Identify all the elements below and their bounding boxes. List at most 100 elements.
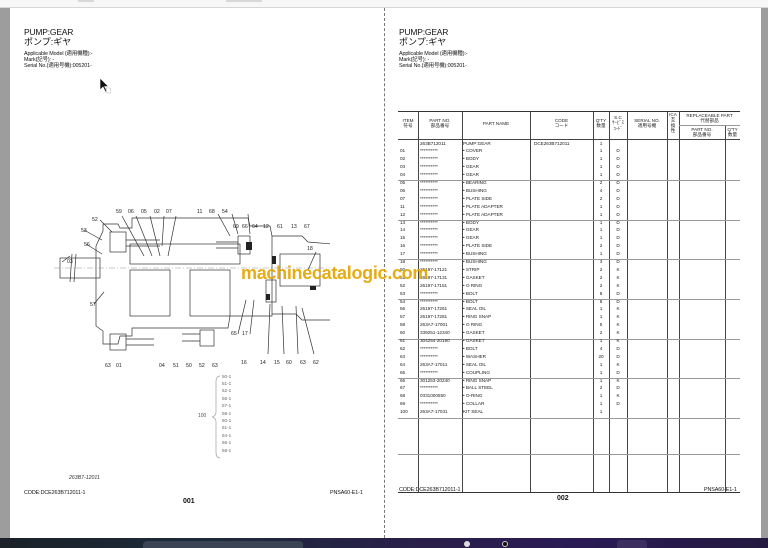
applicable-model: Applicable Model (適用機種):- <box>399 51 468 57</box>
cell-qty: 3 <box>599 259 603 264</box>
cell-name: • PLATE ADAPTER <box>463 211 503 217</box>
callout-05: 05 <box>141 209 147 215</box>
cell-item: 69 <box>400 401 406 407</box>
cell-item: 12 <box>400 211 406 217</box>
cell-part-no: ********** <box>420 251 438 257</box>
cell-name: • WASHER <box>463 353 486 359</box>
cell-name: • GASKET <box>463 274 485 280</box>
kit-item: 64-1 <box>222 433 232 438</box>
callout-13: 13 <box>291 224 297 230</box>
cell-qty: 1 <box>599 219 603 225</box>
callout-15: 15 <box>274 360 280 366</box>
page-title-en: PUMP:GEAR <box>24 27 74 37</box>
cell-qty: 1 <box>599 227 603 233</box>
kit-item: 50-1 <box>222 374 232 379</box>
cell-part-no: ********** <box>420 345 438 351</box>
callout-65: 65 <box>231 331 237 337</box>
cell-item: 02 <box>400 156 406 162</box>
toolbar-tab-indicator[interactable] <box>78 0 94 2</box>
taskbar-search[interactable] <box>143 541 303 548</box>
cell-sc: D <box>616 227 620 233</box>
callout-01: 01 <box>116 363 122 369</box>
cell-name: • PLATE SIDE <box>463 243 493 249</box>
taskbar-app-icon[interactable] <box>502 541 508 547</box>
mark: Mark(記号): - <box>24 57 55 63</box>
header-repl-part-no: PART NO.部品番号 <box>691 127 713 138</box>
cell-item: 04 <box>400 172 406 178</box>
cell-part-no: ********** <box>420 211 438 217</box>
cell-sc: D <box>616 251 620 257</box>
cell-part-no: 26197-17121 <box>420 266 448 272</box>
cell-qty: 1 <box>599 401 603 407</box>
cell-qty: 1 <box>599 235 603 241</box>
cell-item: 61 <box>400 338 406 343</box>
callout-68: 68 <box>209 209 215 215</box>
cell-name: • RING SNAP <box>463 377 492 383</box>
callout-53: 53 <box>81 228 87 234</box>
cell-sc: D <box>616 298 620 304</box>
taskbar-app-icon[interactable] <box>617 540 647 548</box>
cell-item: 54 <box>400 298 406 304</box>
cell-sc: K <box>616 330 620 336</box>
cell-name: • BOLT <box>463 290 478 296</box>
callout-60: 60 <box>286 360 292 366</box>
cell-name: • GEAR <box>463 235 479 241</box>
callout-02: 02 <box>154 209 160 215</box>
cell-part-no: ********** <box>420 290 438 296</box>
cell-name: • O-RING <box>463 393 483 399</box>
cell-sc: D <box>616 148 620 154</box>
cell-item: 06 <box>400 187 406 193</box>
doc-ref: PNSA60-E1-1 <box>330 490 363 496</box>
cell-qty: 1 <box>599 338 603 343</box>
cell-part-no: 26197-17131 <box>420 274 448 280</box>
page-001: PUMP:GEAR ポンプ:ギヤ Applicable Model (適用機種)… <box>10 8 384 538</box>
callout-57: 57 <box>90 302 96 308</box>
taskbar-app-icon[interactable] <box>464 541 470 547</box>
cell-item: 03 <box>400 164 406 170</box>
callout-63: 63 <box>105 363 111 369</box>
toolbar-tab-indicator[interactable] <box>226 0 262 2</box>
cell-qty: 2 <box>599 385 603 391</box>
callout-07: 07 <box>166 209 172 215</box>
vertical-scrollbar[interactable] <box>761 8 768 538</box>
cell-sc: D <box>616 211 620 217</box>
callout-54: 54 <box>222 209 228 215</box>
page-002: PUMP:GEAR ポンプ:ギヤ Applicable Model (適用機種)… <box>385 8 761 538</box>
cell-name: • SEAL OIL <box>463 361 487 367</box>
document-viewer: PUMP:GEAR ポンプ:ギヤ Applicable Model (適用機種)… <box>0 8 768 538</box>
cell-name: • RING SNAP <box>463 314 492 320</box>
cell-part-no: ********** <box>420 353 438 359</box>
cell-part-no: 263A7-17011 <box>420 361 448 367</box>
cell-part-no: 26197-17151 <box>420 282 448 288</box>
callout-11: 11 <box>197 209 203 215</box>
cell-sc: D <box>616 164 620 170</box>
callout-56: 56 <box>84 242 90 248</box>
cell-part-no: ********** <box>420 219 438 225</box>
cell-part-no: ********** <box>420 385 438 391</box>
cell-part-no: ********** <box>420 164 438 170</box>
cell-name: • BEARING <box>463 180 487 185</box>
kit-item: 61-1 <box>222 425 232 430</box>
cell-item: 14 <box>400 227 406 233</box>
callout-62: 62 <box>313 360 319 366</box>
cell-name: KIT SEAL <box>463 409 484 415</box>
cell-item: 52 <box>400 282 406 288</box>
callout-17: 17 <box>242 331 248 337</box>
cell-qty: 2 <box>599 243 603 249</box>
cell-part-no: ********** <box>420 243 438 249</box>
cell-name: • BODY <box>463 219 479 225</box>
kit-item: 58-1 <box>222 411 232 416</box>
